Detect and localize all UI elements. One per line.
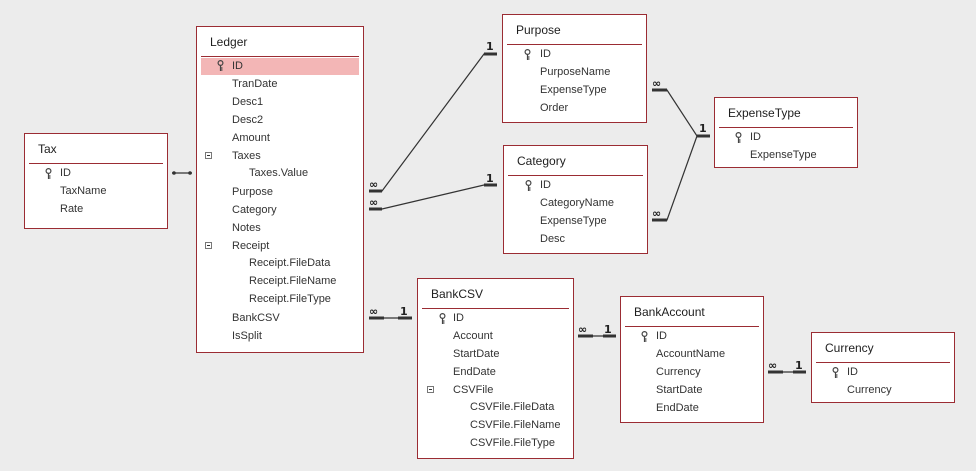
field-csvfile-filename[interactable]: CSVFile.FileName — [470, 419, 561, 431]
table-title: BankAccount — [634, 305, 705, 319]
field-taxes-value[interactable]: Taxes.Value — [249, 167, 309, 179]
field-id[interactable]: ID — [60, 167, 71, 179]
field-receipt-filename[interactable]: Receipt.FileName — [249, 275, 337, 287]
divider — [625, 326, 759, 327]
field-id[interactable]: ID — [750, 131, 761, 143]
cardinality-many: ∞ — [652, 207, 661, 220]
field-purposename[interactable]: PurposeName — [540, 66, 611, 78]
field-receipt-filedata[interactable]: Receipt.FileData — [249, 257, 331, 269]
cardinality-one: 1 — [795, 359, 803, 372]
field-id[interactable]: ID — [540, 48, 551, 60]
field-enddate[interactable]: EndDate — [656, 402, 699, 414]
field-id[interactable]: ID — [847, 366, 858, 378]
field-desc1[interactable]: Desc1 — [232, 96, 264, 108]
field-amount[interactable]: Amount — [232, 132, 270, 144]
divider — [422, 308, 569, 309]
table-title: ExpenseType — [728, 106, 801, 120]
field-categoryname[interactable]: CategoryName — [540, 197, 614, 209]
field-taxes[interactable]: Taxes — [232, 150, 261, 162]
field-startdate[interactable]: StartDate — [453, 348, 500, 360]
table-bankcsv[interactable]: BankCSV ID Account StartDate EndDate CSV… — [417, 278, 574, 459]
divider — [719, 127, 853, 128]
field-startdate[interactable]: StartDate — [656, 384, 703, 396]
table-currency[interactable]: Currency ID Currency — [811, 332, 955, 403]
field-notes[interactable]: Notes — [232, 222, 261, 234]
key-icon — [641, 331, 648, 342]
collapse-icon[interactable] — [427, 386, 434, 393]
table-ledger[interactable]: Ledger ID TranDate Desc1 Desc2 Amount Ta… — [196, 26, 364, 353]
field-trandate[interactable]: TranDate — [232, 78, 278, 90]
key-icon — [735, 132, 742, 143]
cardinality-many: ∞ — [369, 305, 378, 318]
table-title: Currency — [825, 341, 874, 355]
key-icon — [525, 180, 532, 191]
table-title: Category — [517, 154, 566, 168]
field-purpose[interactable]: Purpose — [232, 186, 273, 198]
cardinality-one: 1 — [400, 305, 408, 318]
field-receipt[interactable]: Receipt — [232, 240, 270, 252]
cardinality-one: 1 — [604, 323, 612, 336]
field-currency[interactable]: Currency — [847, 384, 892, 396]
relationship-ledger-category — [369, 184, 497, 210]
field-issplit[interactable]: IsSplit — [232, 330, 262, 342]
field-expensetype[interactable]: ExpenseType — [540, 215, 607, 227]
field-receipt-filetype[interactable]: Receipt.FileType — [249, 293, 331, 305]
field-csvfile-filedata[interactable]: CSVFile.FileData — [470, 401, 555, 413]
divider — [507, 44, 642, 45]
key-icon — [439, 313, 446, 324]
field-id[interactable]: ID — [232, 60, 243, 72]
field-id-selected[interactable] — [201, 58, 359, 75]
key-icon — [524, 49, 531, 60]
cardinality-one: 1 — [486, 172, 494, 185]
divider — [816, 362, 950, 363]
field-expensetype[interactable]: ExpenseType — [540, 84, 607, 96]
cardinality-many: ∞ — [578, 323, 587, 336]
table-title: BankCSV — [431, 287, 484, 301]
key-icon — [217, 60, 224, 71]
field-bankcsv[interactable]: BankCSV — [232, 312, 280, 324]
cardinality-many: ∞ — [369, 178, 378, 191]
collapse-icon[interactable] — [205, 152, 212, 159]
field-category[interactable]: Category — [232, 204, 277, 216]
table-title: Tax — [38, 142, 57, 156]
key-icon — [832, 367, 839, 378]
table-tax[interactable]: Tax ID TaxName Rate — [24, 133, 168, 229]
field-order[interactable]: Order — [540, 102, 569, 114]
divider — [508, 175, 643, 176]
field-csvfile-filetype[interactable]: CSVFile.FileType — [470, 437, 555, 449]
field-expensetype[interactable]: ExpenseType — [750, 149, 817, 161]
relationship-ledger-purpose — [369, 53, 497, 192]
field-enddate[interactable]: EndDate — [453, 366, 496, 378]
divider — [201, 56, 359, 57]
field-accountname[interactable]: AccountName — [656, 348, 726, 360]
cardinality-one: 1 — [486, 40, 494, 53]
field-csvfile[interactable]: CSVFile — [453, 384, 494, 396]
key-icon — [45, 168, 52, 179]
field-taxname[interactable]: TaxName — [60, 185, 107, 197]
field-account[interactable]: Account — [453, 330, 493, 342]
table-category[interactable]: Category ID CategoryName ExpenseType Des… — [503, 145, 648, 254]
field-desc[interactable]: Desc — [540, 233, 566, 245]
divider — [29, 163, 163, 164]
collapse-icon[interactable] — [205, 242, 212, 249]
field-id[interactable]: ID — [453, 312, 464, 324]
field-currency[interactable]: Currency — [656, 366, 701, 378]
table-expensetype[interactable]: ExpenseType ID ExpenseType — [714, 97, 858, 168]
field-id[interactable]: ID — [656, 330, 667, 342]
cardinality-many: ∞ — [369, 196, 378, 209]
table-title: Ledger — [210, 35, 248, 49]
cardinality-many: ∞ — [652, 77, 661, 90]
field-desc2[interactable]: Desc2 — [232, 114, 264, 126]
field-rate[interactable]: Rate — [60, 203, 84, 215]
table-purpose[interactable]: Purpose ID PurposeName ExpenseType Order — [502, 14, 647, 123]
cardinality-one: 1 — [699, 122, 707, 135]
table-bankaccount[interactable]: BankAccount ID AccountName Currency Star… — [620, 296, 764, 423]
cardinality-many: ∞ — [768, 359, 777, 372]
table-title: Purpose — [516, 23, 561, 37]
field-id[interactable]: ID — [540, 179, 551, 191]
